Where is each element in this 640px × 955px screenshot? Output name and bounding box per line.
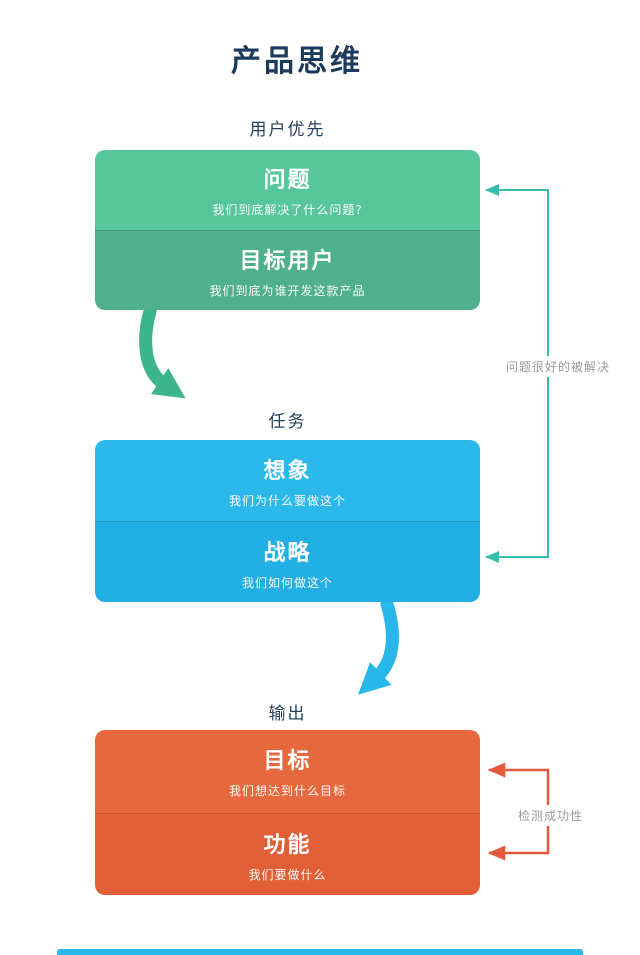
box-task: 想象 我们为什么要做这个 战略 我们如何做这个	[95, 440, 480, 602]
block-strategy-heading: 战略	[263, 540, 312, 566]
block-feature-subtitle: 我们要做什么	[248, 867, 327, 882]
block-problem-heading: 问题	[263, 168, 312, 193]
block-goal-subtitle: 我们想达到什么目标	[228, 784, 346, 799]
block-vision-subtitle: 我们为什么要做这个	[228, 493, 346, 508]
block-problem-subtitle: 我们到底解决了什么问题?	[212, 203, 363, 217]
block-strategy-subtitle: 我们如何做这个	[241, 575, 333, 590]
block-target-user: 目标用户 我们到底为谁开发这款产品	[95, 230, 480, 310]
success-annotation: 检测成功性	[514, 805, 588, 826]
block-vision: 想象 我们为什么要做这个	[95, 440, 480, 521]
section-label-task: 任务	[268, 412, 307, 432]
block-goal-heading: 目标	[263, 749, 312, 775]
box-output: 目标 我们想达到什么目标 功能 我们要做什么	[95, 730, 480, 895]
section-label-output: 输出	[268, 704, 307, 724]
block-goal: 目标 我们想达到什么目标	[95, 730, 480, 813]
page-title: 产品思维	[231, 44, 363, 79]
block-feature-heading: 功能	[263, 832, 312, 858]
bottom-strip	[57, 949, 583, 955]
feedback-connector-top	[485, 184, 549, 368]
block-target-user-subtitle: 我们到底为谁开发这款产品	[209, 284, 366, 298]
block-strategy: 战略 我们如何做这个	[95, 521, 480, 602]
block-vision-heading: 想象	[263, 458, 312, 484]
section-label-user-first: 用户优先	[249, 120, 326, 140]
block-target-user-heading: 目标用户	[239, 249, 336, 274]
blue-flow-arrow	[358, 597, 399, 695]
block-problem: 问题 我们到底解决了什么问题?	[95, 150, 480, 230]
green-flow-arrow	[139, 304, 186, 399]
box-user-first: 问题 我们到底解决了什么问题? 目标用户 我们到底为谁开发这款产品	[95, 150, 480, 310]
feedback-connector-bottom	[485, 368, 549, 563]
feedback-annotation: 问题很好的被解决	[502, 356, 615, 377]
block-feature: 功能 我们要做什么	[95, 812, 480, 895]
